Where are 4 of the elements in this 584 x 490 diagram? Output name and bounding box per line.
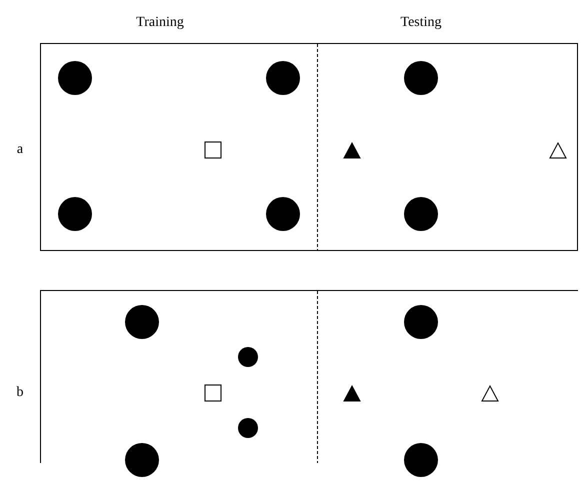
row-label: b — [16, 386, 24, 400]
row-label: a — [16, 143, 24, 157]
column-header: Testing — [400, 16, 442, 30]
column-header: Training — [136, 16, 184, 30]
